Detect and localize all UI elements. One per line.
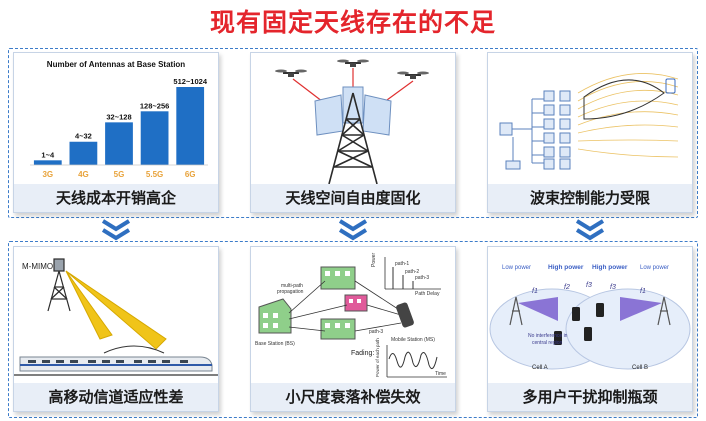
chevron-down-icon xyxy=(338,219,368,241)
svg-text:f1: f1 xyxy=(640,288,646,295)
cell-b-label: Cell B xyxy=(632,365,648,371)
category-label: 5G xyxy=(114,170,125,179)
beam-icon xyxy=(65,270,167,350)
chart-bar xyxy=(69,141,98,165)
building-icon xyxy=(344,294,368,312)
cell-interference-illustration: Low power High power High power Low powe… xyxy=(488,247,692,383)
svg-text:path-2: path-2 xyxy=(405,269,419,275)
train-icon xyxy=(14,356,218,376)
panel-small-scale-fading: multi-path propagation Base Station (BS)… xyxy=(250,246,456,412)
svg-text:f3: f3 xyxy=(610,284,616,291)
phone-icon xyxy=(554,331,562,345)
category-label: 4G xyxy=(78,170,89,179)
svg-text:High power: High power xyxy=(592,264,628,271)
beamforming-illustration xyxy=(488,53,692,184)
antenna-count-chart: Number of Antennas at Base Station 1~4 3G… xyxy=(14,53,218,184)
motion-arrow-icon xyxy=(103,345,165,354)
panel-caption: 波束控制能力受限 xyxy=(488,184,692,212)
panel-caption: 天线成本开销高企 xyxy=(14,184,218,212)
chart-bar xyxy=(140,111,169,165)
phone-icon xyxy=(396,302,414,328)
panel-caption: 天线空间自由度固化 xyxy=(251,184,455,212)
chart-bar xyxy=(105,122,133,165)
train-illustration: M-MIMO xyxy=(14,247,218,383)
svg-text:Time: Time xyxy=(435,371,446,377)
svg-text:f1: f1 xyxy=(532,288,538,295)
svg-text:Power: Power xyxy=(371,252,377,267)
beam-icon xyxy=(65,270,113,340)
panel-caption: 小尺度衰落补偿失效 xyxy=(251,383,455,411)
panel-caption: 高移动信道适应性差 xyxy=(14,383,218,411)
svg-text:Low power: Low power xyxy=(640,265,669,271)
rf-source-icon xyxy=(499,122,513,136)
panel-caption: 多用户干扰抑制瓶颈 xyxy=(488,383,692,411)
category-label: 6G xyxy=(185,170,196,179)
beam-pattern xyxy=(577,73,679,158)
row-frame-top xyxy=(8,48,698,218)
chart-bar xyxy=(176,87,205,165)
panel-antenna-dof: 天线空间自由度固化 xyxy=(250,52,456,213)
panel-beam-control: 波束控制能力受限 xyxy=(487,52,693,213)
phone-icon xyxy=(665,78,676,94)
propagation-label: propagation xyxy=(277,289,304,295)
controller-icon xyxy=(505,160,521,170)
panel-interference: Low power High power High power Low powe… xyxy=(487,246,693,412)
svg-text:path-3: path-3 xyxy=(415,275,429,281)
signal-paths xyxy=(288,280,402,332)
ms-label: Mobile Station (MS) xyxy=(391,337,435,343)
beam-icon xyxy=(518,297,558,321)
bar-value-label: 4~32 xyxy=(75,132,92,141)
svg-text:Power of each path: Power of each path xyxy=(375,338,380,377)
svg-text:central region: central region xyxy=(532,340,563,346)
chart-title: Number of Antennas at Base Station xyxy=(47,60,186,69)
bar-value-label: 128~256 xyxy=(140,101,169,110)
category-label: 3G xyxy=(42,170,53,179)
tower-icon xyxy=(657,296,671,326)
tower-icon xyxy=(509,296,523,326)
multipath-label: multi-path xyxy=(281,283,303,289)
power-delay-plot: Power path-1 path-2 path-3 Path Delay xyxy=(371,252,441,297)
tower-drone-illustration xyxy=(251,53,455,184)
multipath-illustration: multi-path propagation Base Station (BS)… xyxy=(251,247,455,383)
path3-label: path-3 xyxy=(369,329,383,335)
svg-text:High power: High power xyxy=(548,264,584,271)
svg-text:Low power: Low power xyxy=(502,265,531,271)
svg-text:path-1: path-1 xyxy=(395,261,409,267)
category-label: 5.5G xyxy=(146,170,163,179)
beam-icon xyxy=(620,297,662,321)
page-title: 现有固定天线存在的不足 xyxy=(209,8,496,37)
chevron-down-icon xyxy=(101,219,131,241)
bar-value-label: 32~128 xyxy=(106,112,131,121)
panel-high-mobility: M-MIMO xyxy=(13,246,219,412)
svg-text:Path Delay: Path Delay xyxy=(415,291,440,297)
drone-icon xyxy=(275,69,307,77)
fading-label: Fading: xyxy=(351,350,374,357)
bar-value-label: 1~4 xyxy=(41,150,55,159)
phone-icon xyxy=(572,307,580,321)
phone-icon xyxy=(584,327,592,341)
main-lobe xyxy=(583,79,665,120)
svg-text:No interference in: No interference in xyxy=(528,333,568,339)
bar-value-label: 512~1024 xyxy=(173,77,207,86)
fading-plot: Power of each path Time xyxy=(375,338,447,378)
bs-label: Base Station (BS) xyxy=(255,341,295,347)
cell-a-label: Cell A xyxy=(532,365,548,371)
building-icon xyxy=(320,318,356,340)
row-frame-bottom xyxy=(8,241,698,418)
tower-icon xyxy=(47,258,71,312)
drone-icon xyxy=(337,59,369,67)
panel-antenna-cost: Number of Antennas at Base Station 1~4 3G… xyxy=(13,52,219,213)
feed-network xyxy=(512,98,544,164)
building-icon xyxy=(258,298,292,334)
chart-bar xyxy=(33,160,62,165)
svg-text:f2: f2 xyxy=(564,284,570,291)
building-icon xyxy=(320,266,356,290)
phase-shifter-icons xyxy=(543,90,571,170)
chevron-down-icon xyxy=(575,219,605,241)
mmimo-label: M-MIMO xyxy=(22,262,53,271)
tower-icon xyxy=(328,92,378,184)
drone-icon xyxy=(397,71,429,79)
phone-icon xyxy=(596,303,604,317)
svg-text:f3: f3 xyxy=(586,282,592,289)
